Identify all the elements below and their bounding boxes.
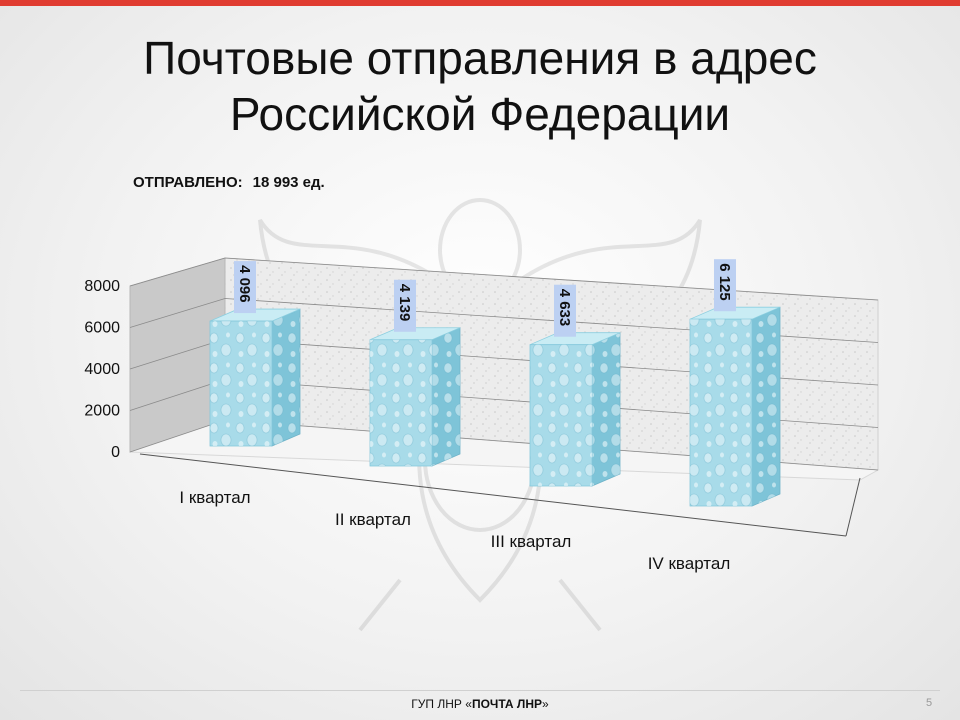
data-label: 4 139: [396, 284, 413, 322]
top-accent-bar: [0, 0, 960, 6]
total-sent: ОТПРАВЛЕНО: 18 993 ед.: [133, 174, 325, 191]
total-value: 18 993 ед.: [252, 174, 325, 191]
data-label-box: [234, 261, 256, 314]
title-line-2: Российской Федерации: [229, 88, 731, 140]
slide-title: Почтовые отправления в адрес Российской …: [80, 30, 880, 142]
data-label-box: [394, 279, 416, 332]
x-tick-label: II квартал: [335, 510, 411, 529]
page-number: 5: [926, 697, 933, 709]
x-axis-right-edge: [845, 477, 861, 537]
y-tick-label: 0: [111, 444, 120, 461]
data-label-box: [714, 259, 736, 312]
gridline: [129, 298, 879, 343]
y-tick-label: 6000: [84, 320, 120, 337]
bar-side-texture: [432, 327, 460, 466]
data-label: 6 125: [716, 263, 733, 301]
bar-texture: [530, 344, 592, 486]
x-tick-label: I квартал: [179, 488, 250, 507]
bar-side-texture: [592, 332, 620, 486]
x-tick-label: III квартал: [491, 532, 572, 551]
footer-prefix: ГУП ЛНР «: [411, 697, 472, 711]
bar-texture: [370, 339, 432, 466]
y-tick-label: 8000: [84, 278, 120, 295]
quarterly-bar-chart: 0 2000 4000 6000 8000 4 096 I квартал 4 139 II к…: [84, 257, 880, 573]
footer-suffix: »: [542, 697, 549, 711]
bar-side-texture: [752, 307, 780, 506]
data-label: 4 096: [236, 265, 253, 303]
gridline: [129, 257, 879, 301]
footer-org-name: ПОЧТА ЛНР: [471, 697, 542, 711]
bar-texture: [210, 321, 272, 446]
footer-divider: [20, 690, 940, 691]
data-label: 4 633: [556, 289, 573, 327]
x-tick-label: IV квартал: [648, 554, 731, 573]
title-line-1: Почтовые отправления в адрес: [143, 32, 817, 84]
y-tick-label: 2000: [84, 403, 120, 420]
bar-side-texture: [272, 309, 300, 446]
footer-organization: ГУП ЛНР «ПОЧТА ЛНР»: [0, 697, 960, 711]
y-tick-label: 4000: [84, 361, 120, 378]
x-axis-line: [139, 453, 847, 537]
total-label: ОТПРАВЛЕНО:: [133, 174, 243, 191]
data-label-box: [554, 284, 576, 337]
bar-texture: [690, 319, 752, 506]
